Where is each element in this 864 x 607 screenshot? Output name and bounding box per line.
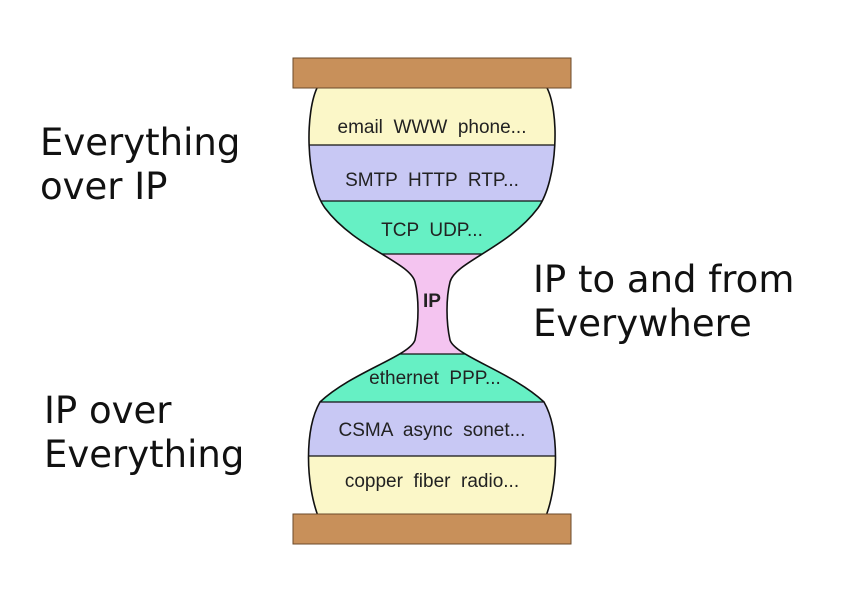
layer-label-app-protocols: SMTP HTTP RTP... bbox=[345, 170, 519, 191]
layer-band-applications bbox=[308, 86, 556, 145]
label-line: Everywhere bbox=[533, 302, 752, 345]
hourglass-outline bbox=[307, 85, 557, 517]
ip-over-everything-label: IP over Everything bbox=[44, 389, 244, 477]
layer-label-mac: CSMA async sonet... bbox=[339, 420, 526, 441]
layer-label-link: ethernet PPP... bbox=[369, 368, 501, 389]
everything-over-ip-label: Everything over IP bbox=[40, 121, 240, 209]
layer-label-transport: TCP UDP... bbox=[381, 220, 483, 241]
label-line: IP to and from bbox=[533, 258, 795, 301]
layer-label-network: IP bbox=[423, 291, 441, 312]
label-line: Everything bbox=[40, 121, 241, 164]
layer-label-applications: email WWW phone... bbox=[338, 117, 527, 138]
layer-band-physical bbox=[308, 456, 556, 516]
label-line: IP over bbox=[44, 389, 172, 432]
bottom-cap bbox=[292, 513, 572, 545]
layer-band-mac bbox=[308, 402, 556, 456]
ip-to-and-from-everywhere-label: IP to and from Everywhere bbox=[533, 258, 794, 346]
label-line: Everything bbox=[44, 433, 245, 476]
layer-label-physical: copper fiber radio... bbox=[345, 471, 519, 492]
layer-band-app-protocols bbox=[308, 145, 556, 201]
label-line: over IP bbox=[40, 165, 168, 208]
top-cap bbox=[292, 57, 572, 89]
